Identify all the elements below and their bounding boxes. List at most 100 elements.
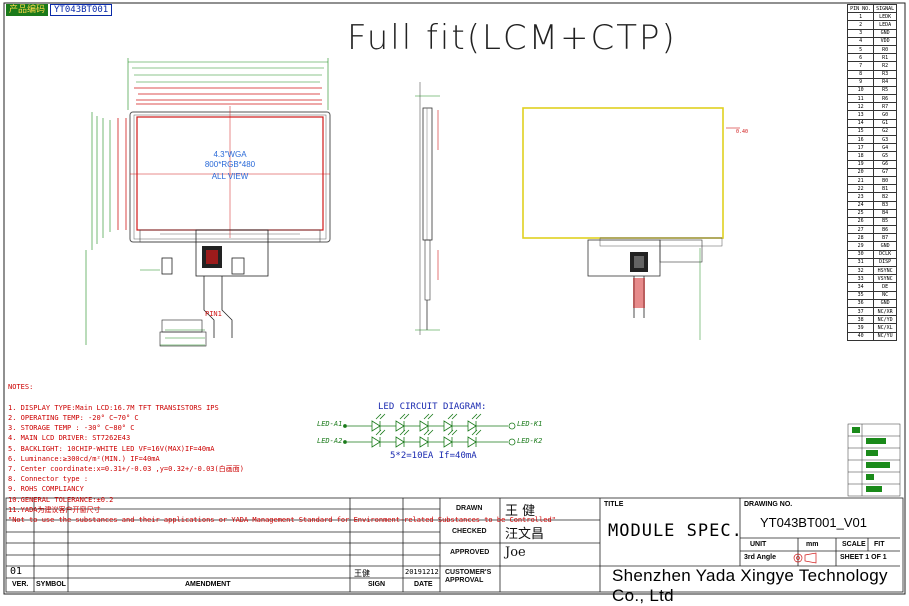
checked-by: 汪文昌	[505, 527, 545, 542]
note-line: 8. Connector type :	[8, 475, 89, 484]
pin-number: 36	[846, 298, 875, 308]
pin-signal: B2	[873, 192, 897, 202]
pin-signal: G7	[873, 167, 897, 177]
led-emission-arrow	[423, 429, 434, 436]
third-angle-symbol	[793, 552, 817, 564]
title-label: TITLE	[604, 501, 624, 508]
pin-signal: NC/XL	[873, 323, 897, 333]
pin-number: 37	[846, 306, 875, 317]
lcd-view: ALL VIEW	[211, 172, 249, 181]
led-emission-arrow	[423, 413, 434, 420]
pin-number: 27	[846, 225, 875, 235]
title-block-lines	[5, 497, 904, 593]
pin-number: 1	[846, 12, 875, 22]
customer-approval-label: CUSTOMER'S APPROVAL	[445, 569, 492, 584]
revision-number: 01	[10, 566, 23, 577]
sign-label: SIGN	[368, 581, 386, 588]
led-emission-arrow	[375, 413, 386, 420]
led-diode-icon	[371, 420, 381, 432]
led-emission-arrow	[399, 413, 410, 420]
pin-signal: NC/XR	[873, 306, 897, 317]
pin-signal: G6	[873, 159, 897, 169]
led-diode-icon	[395, 436, 405, 448]
checked-label: CHECKED	[452, 528, 487, 535]
pin-number: 32	[846, 265, 875, 276]
pin-signal: NC	[873, 290, 897, 300]
note-line: 4. MAIN LCD DRIVER: ST7262E43	[8, 434, 131, 443]
pin-number: 6	[846, 53, 875, 63]
pin-signal: B6	[873, 225, 897, 235]
amendment-label: AMENDMENT	[185, 581, 231, 588]
notes-heading: NOTES:	[8, 383, 34, 392]
ver-label: VER.	[12, 581, 29, 588]
pin-number: 31	[846, 257, 875, 268]
pin-signal: DCLK	[873, 249, 897, 259]
pin-number: 22	[846, 184, 875, 194]
pin-number: 21	[846, 175, 875, 186]
pin-signal: R3	[873, 69, 897, 79]
note-line: 5. BACKLIGHT: 10CHIP-WHITE LED VF=16V(MA…	[8, 444, 215, 453]
drawn-label: DRAWN	[456, 505, 483, 512]
pin-number: 11	[846, 94, 875, 104]
pin-signal: G3	[873, 134, 897, 145]
signal-header: SIGNAL	[873, 3, 897, 14]
pin-signal: NC/YD	[873, 315, 897, 325]
notes-block: NOTES: 1. DISPLAY TYPE:Main LCD:16.7M TF…	[8, 362, 556, 525]
approved-by: Joe	[505, 545, 526, 560]
note-line: 10.GENERAL TOLERANCE:±0.2	[8, 495, 114, 504]
led-a1-label: LED-A1	[317, 420, 343, 428]
note-line: "Not to use the substances and their app…	[8, 516, 556, 525]
note-line: 3. STORAGE TEMP : -30° C~80° C	[8, 424, 135, 433]
pin-signal: G4	[873, 143, 897, 153]
lcd-size: 4.3"WGA	[213, 150, 247, 159]
pin-signal: B1	[873, 184, 897, 194]
drawing-number: YT043BT001_V01	[760, 515, 867, 530]
pin-number: 30	[846, 249, 875, 259]
pin-number: 2	[846, 20, 875, 30]
pin-number: 4	[846, 36, 875, 46]
pin-number: 13	[846, 110, 875, 120]
pin-number: 38	[846, 315, 875, 325]
led-diode-icon	[467, 420, 477, 432]
pin-signal: R0	[873, 44, 897, 55]
pin-number: 29	[846, 241, 875, 251]
product-code-label: 产品编码	[6, 4, 49, 16]
approved-label: APPROVED	[450, 549, 490, 556]
pin-signal: DISP	[873, 257, 897, 268]
pin-number: 14	[846, 118, 875, 128]
pin-number: 19	[846, 159, 875, 169]
pin-number: 28	[846, 233, 875, 243]
pin-signal: G1	[873, 118, 897, 128]
symbol-label: SYMBOL	[36, 581, 66, 588]
led-count-note: 5*2=10EA If=40mA	[390, 451, 477, 461]
led-a2-label: LED-A2	[317, 437, 343, 445]
pin-number: 40	[846, 331, 875, 341]
pin-number: 16	[846, 134, 875, 145]
pin-signal: B4	[873, 208, 897, 218]
pin-number: 5	[846, 44, 875, 55]
pin-number: 26	[846, 216, 875, 227]
